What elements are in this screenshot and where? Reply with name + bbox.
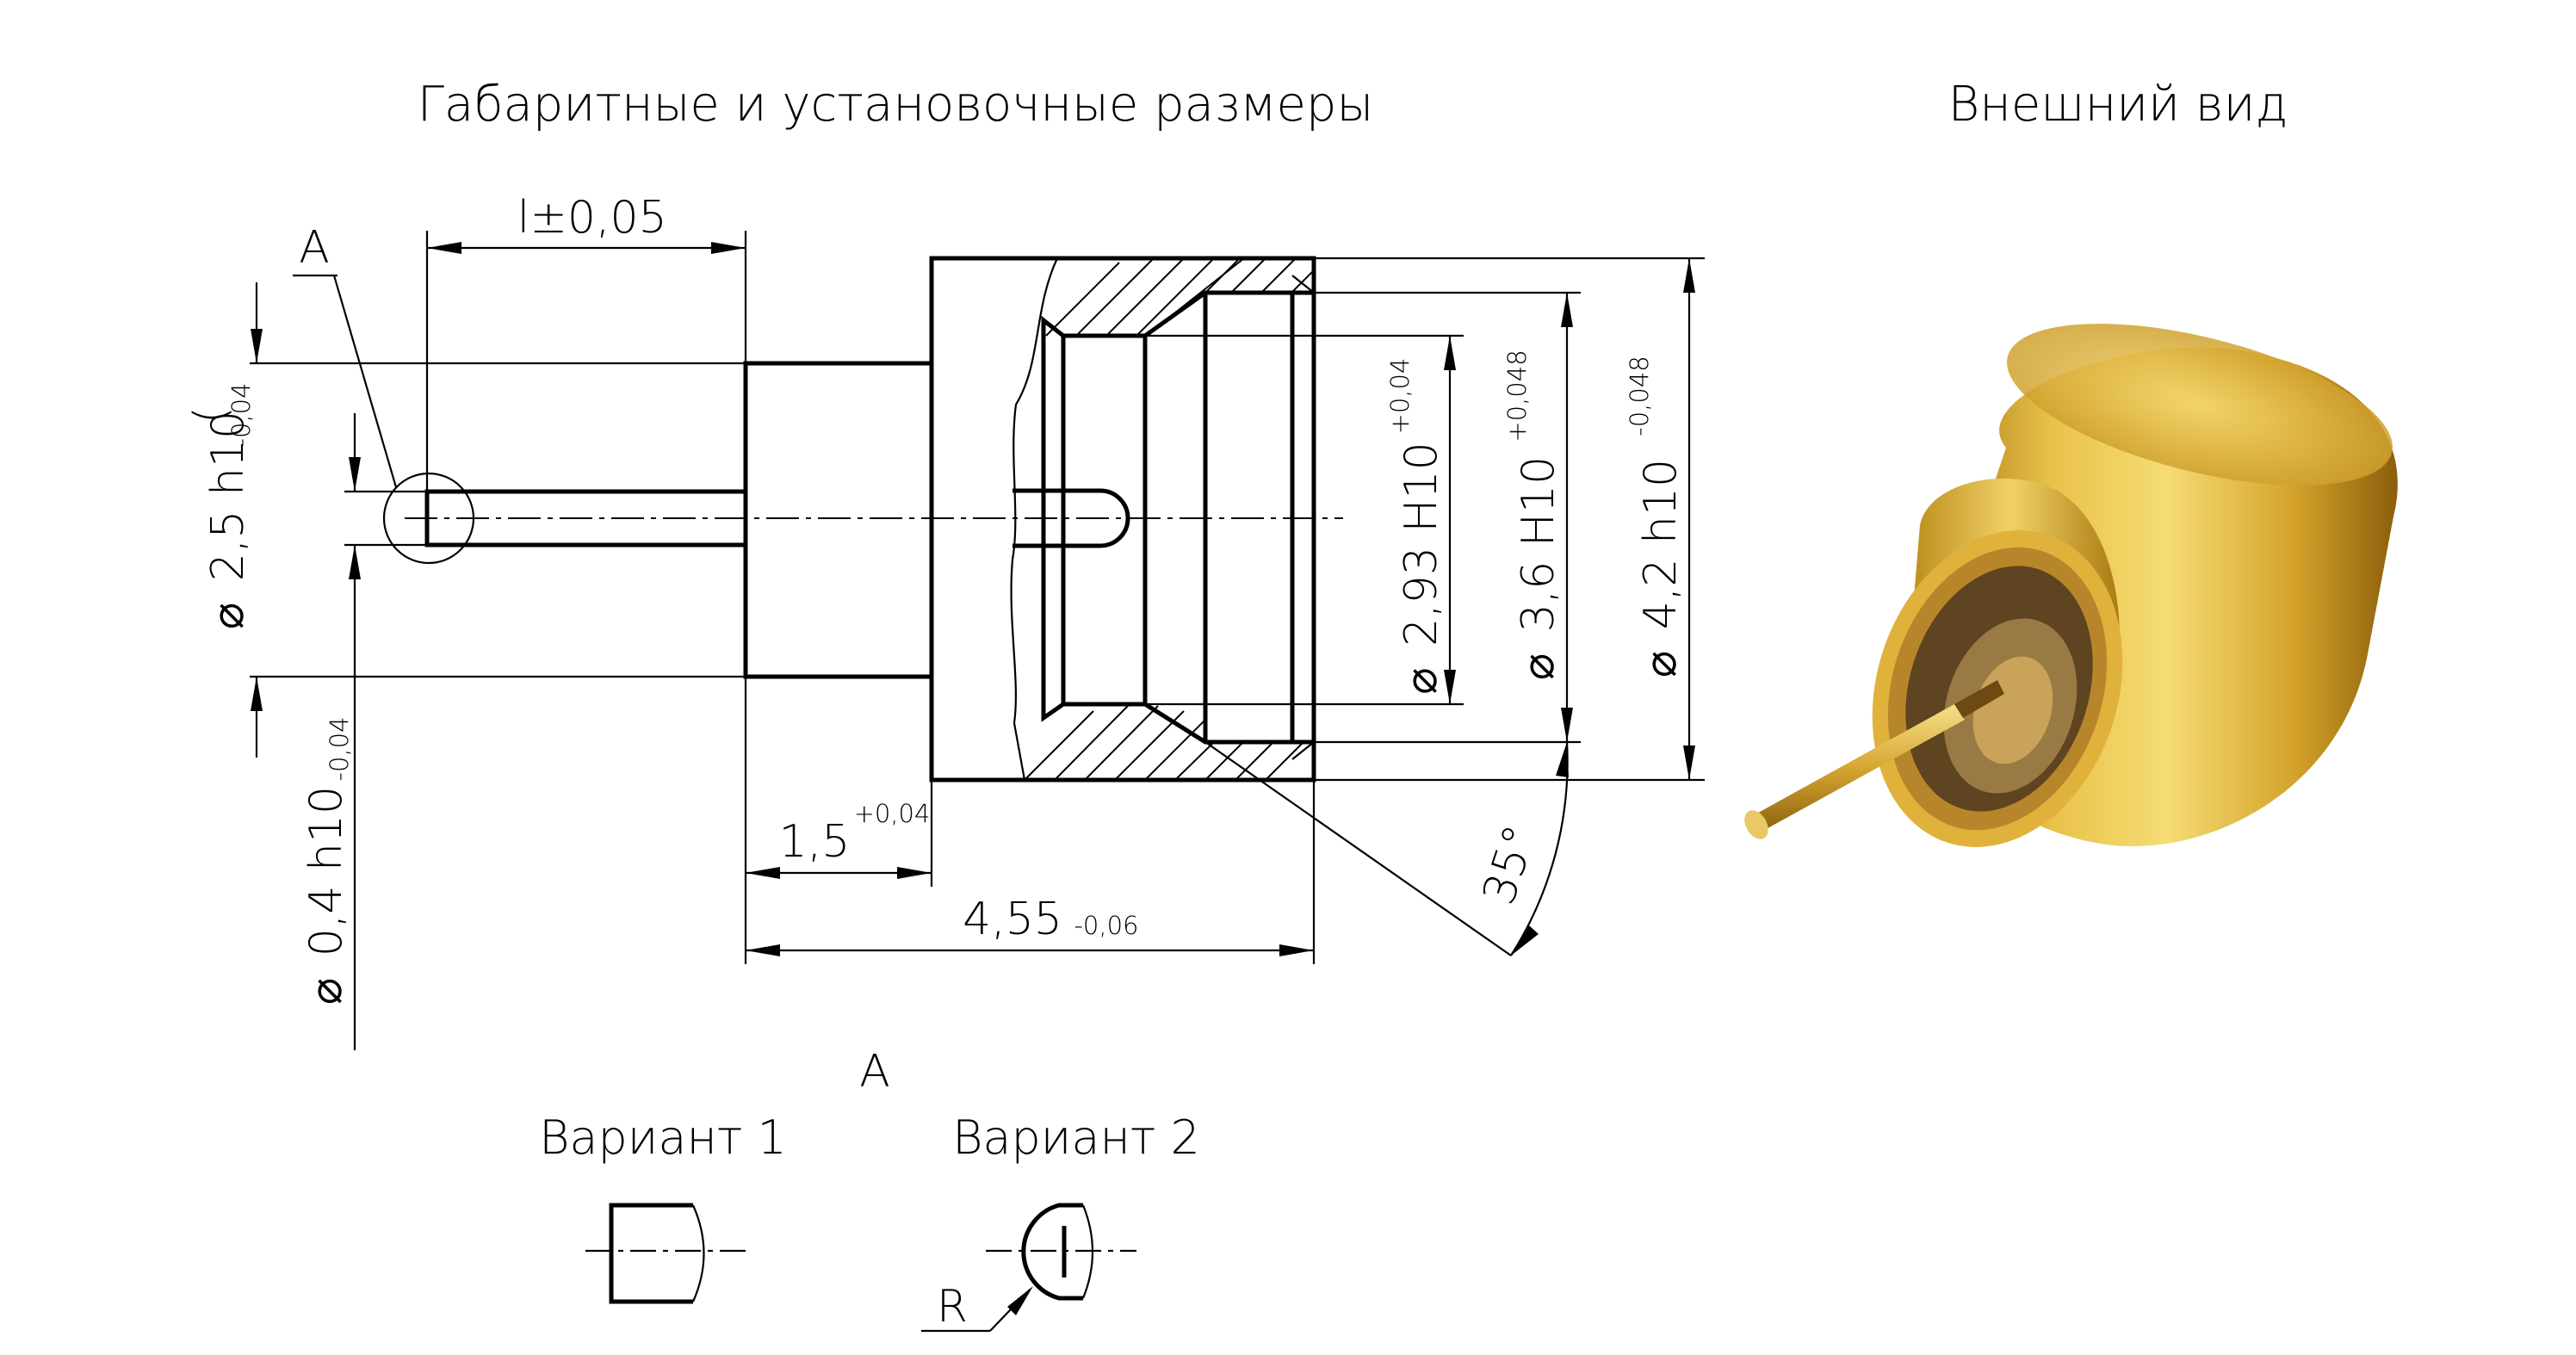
- variant-1: Вариант 1: [539, 1111, 787, 1304]
- svg-text:⌀ 3,6 H10: ⌀ 3,6 H10: [1513, 456, 1564, 680]
- dim-d42-value: 4,2 h10: [1635, 459, 1687, 629]
- variant-1-label: Вариант 1: [539, 1111, 787, 1165]
- diameter-symbol: ⌀: [1513, 653, 1564, 680]
- detail-a-label: A: [299, 222, 330, 274]
- dim-d36-tol: +0,048: [1502, 350, 1532, 442]
- dim-angle-label: 35°: [1473, 820, 1547, 911]
- dim-d04-tol: -0,04: [325, 716, 354, 781]
- dim-d25-value: 2,5 h10: [202, 411, 254, 581]
- detail-a-marker: A: [293, 222, 475, 565]
- dim-d293: ⌀ 2,93 H10 +0,04: [1145, 334, 1464, 706]
- dim-d04: ⌀ 0,4 h10 -0,04: [300, 413, 427, 1050]
- dim-d36-value: 3,6 H10: [1513, 456, 1564, 633]
- section-hatching: [1024, 257, 1315, 781]
- variant-2-label: Вариант 2: [952, 1111, 1200, 1165]
- svg-text:⌀ 2,93 H10: ⌀ 2,93 H10: [1396, 442, 1447, 694]
- dim-len15-value: 1,5: [779, 816, 851, 868]
- dim-len455-tol: -0,06: [1074, 911, 1138, 940]
- dim-d25-tol: -0,04: [226, 382, 256, 447]
- dim-angle: 35°: [1204, 741, 1569, 956]
- radius-label: R: [937, 1281, 968, 1333]
- svg-text:⌀ 4,2 h10: ⌀ 4,2 h10: [1635, 459, 1687, 678]
- dim-d25: ⌀ 2,5 h10 ( -0,04: [185, 282, 746, 758]
- dim-len455-value: 4,55: [963, 894, 1062, 945]
- detail-a-heading: A: [859, 1046, 890, 1098]
- dim-d42-tol: -0,048: [1625, 356, 1654, 436]
- dim-l-tol: ±0,05: [529, 192, 666, 244]
- dim-l: l ±0,05: [425, 192, 747, 492]
- diameter-symbol: ⌀: [1396, 667, 1447, 694]
- connector-photo: [1744, 324, 2398, 847]
- dim-d36: ⌀ 3,6 H10 +0,048: [1292, 291, 1581, 744]
- dim-len15: 1,5 +0,04: [744, 677, 933, 964]
- svg-text:⌀ 2,5 h10: ⌀ 2,5 h10: [202, 411, 254, 629]
- dim-d04-value: 0,4 h10: [300, 786, 352, 956]
- svg-text:(: (: [185, 406, 237, 424]
- dim-d42: ⌀ 4,2 h10 -0,048: [1314, 257, 1705, 782]
- dim-d293-tol: +0,04: [1385, 358, 1415, 435]
- svg-text:⌀ 0,4 h10: ⌀ 0,4 h10: [300, 786, 352, 1005]
- drawing-title: Габаритные и установочные размеры: [418, 77, 1374, 133]
- dim-l-label: l: [517, 192, 529, 244]
- diameter-symbol: ⌀: [1635, 651, 1687, 678]
- dim-d293-value: 2,93 H10: [1396, 442, 1447, 647]
- diameter-symbol: ⌀: [202, 603, 254, 629]
- diameter-symbol: ⌀: [300, 978, 352, 1005]
- dim-len15-tol: +0,04: [854, 799, 931, 828]
- variant-2: Вариант 2 R: [921, 1111, 1200, 1333]
- photo-title: Внешний вид: [1948, 77, 2288, 133]
- dim-len455: 4,55 -0,06: [746, 780, 1316, 964]
